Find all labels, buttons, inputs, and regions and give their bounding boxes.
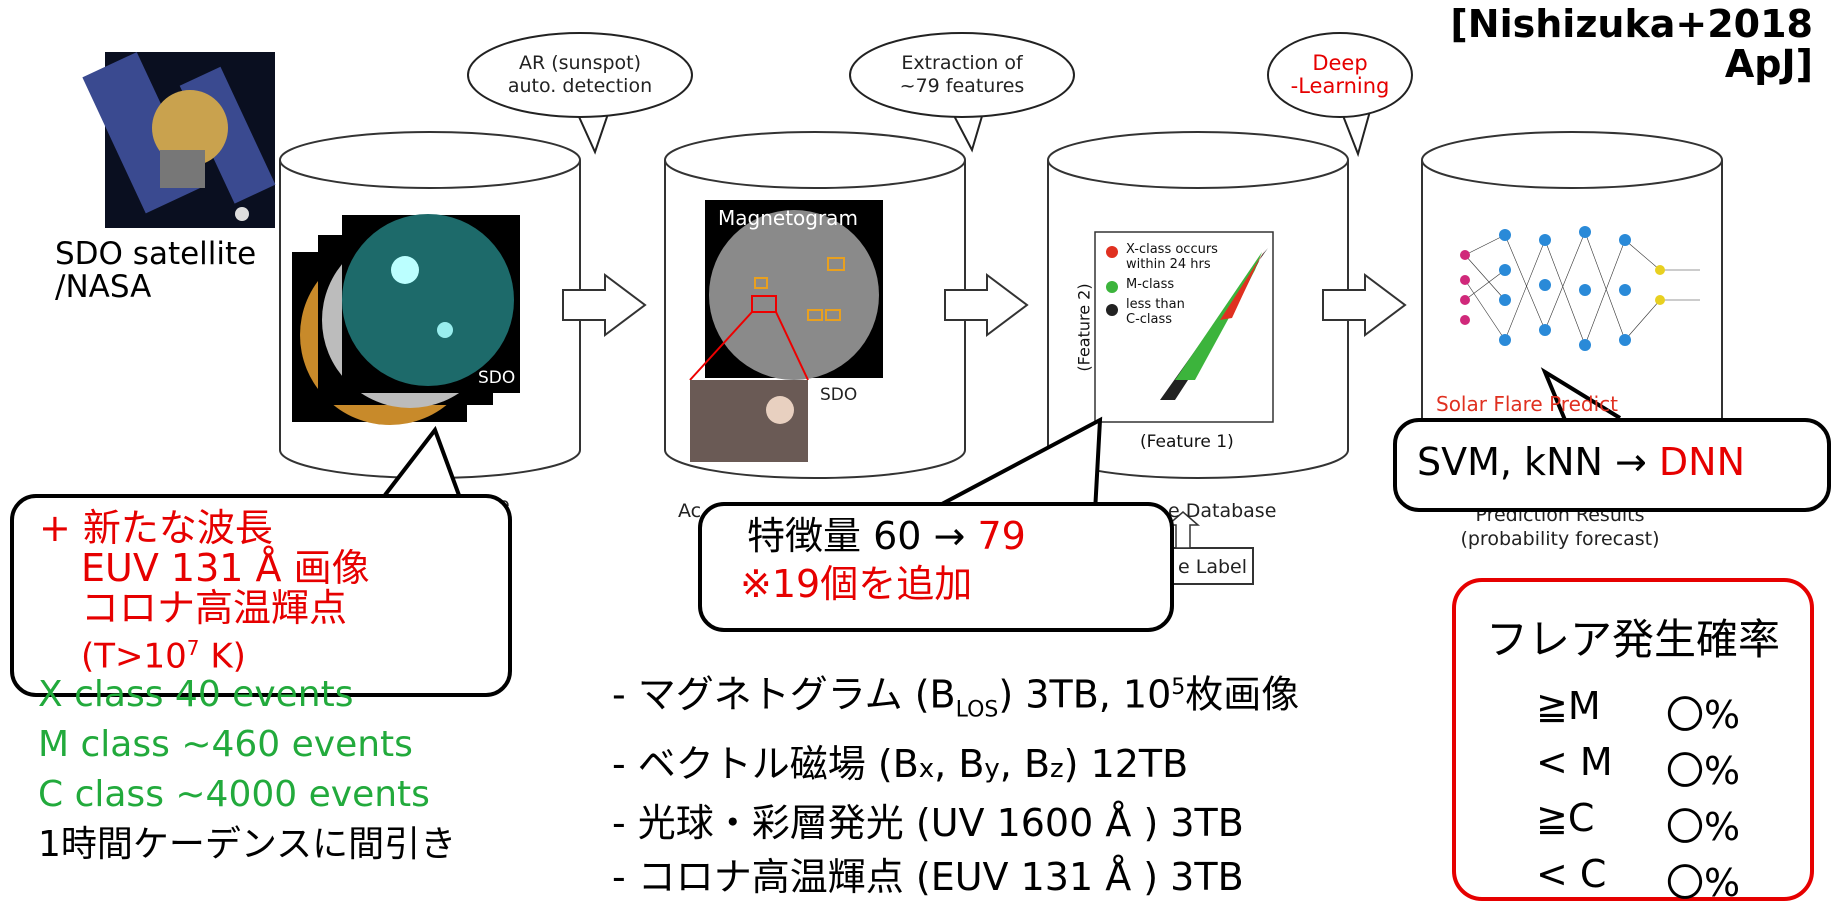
callout-left-line3: コロナ高温輝点 (81, 586, 348, 630)
event-cadence: 1時間ケーデンスに間引き (38, 824, 457, 865)
cylinder3-caption: e Database (1168, 500, 1277, 522)
callout-right-text: SVM, kNN → DNN (1417, 442, 1745, 482)
satellite-caption: SDO satellite /NASA (55, 238, 256, 304)
cylinder-prediction (1421, 131, 1723, 479)
bubble-ar-text: AR (sunspot) auto. detection (480, 52, 680, 98)
callout-right-old-models: SVM, kNN → (1417, 440, 1659, 484)
magnetogram-title: Magnetogram (718, 206, 858, 230)
callout-feature-count: 特徴量 60 → 79 ※19個を追加 (698, 502, 1174, 632)
bullet1-part2: ) 3TB, 10 (998, 672, 1172, 717)
bubble-ar-line2: auto. detection (507, 75, 653, 97)
neural-network-graphic (1464, 231, 1700, 346)
prob-row-ge-m-value: 〇% (1666, 693, 1741, 737)
event-x-class: X class 40 events (38, 677, 354, 713)
prob-row-lt-c-label: < C (1536, 852, 1607, 896)
callout-left-tail (383, 425, 462, 499)
bullet1-sup: 5 (1171, 675, 1186, 700)
callout-mid-feature-new: 79 (977, 514, 1026, 558)
event-c-class: C class ~4000 events (38, 774, 430, 815)
bubble-deep-line1: Deep (1312, 51, 1368, 75)
callout-left-line1: + 新たな波長 (39, 506, 273, 550)
reference-line-2: ApJ] (1724, 42, 1813, 86)
bullet2-y: y (984, 754, 1000, 785)
probability-title: フレア発生確率 (1485, 615, 1780, 664)
callout-left-temp-base: (T>10 (81, 636, 187, 677)
event-counts: X class 40 events M class ~460 events C … (38, 677, 456, 863)
callout-right-new-model: DNN (1658, 440, 1746, 484)
callout-left-line4: (T>107 K) (39, 628, 370, 676)
bullet-uv: - 光球・彩層発光 (UV 1600 Å ) 3TB (612, 801, 1244, 846)
prob-row-ge-c-label: ≧C (1536, 796, 1595, 840)
arrow-right-2 (944, 273, 1029, 337)
bubble-extraction-line1: Extraction of (901, 52, 1023, 74)
prediction-banner: Solar Flare Predict (1436, 392, 1618, 416)
bubble-ar-line1: AR (sunspot) (518, 52, 642, 74)
callout-left-temp-exp: 7 (186, 636, 200, 660)
callout-left-line2: EUV 131 Å 画像 (81, 546, 370, 590)
bullet2-z: z (1050, 754, 1064, 785)
sdo-euv-image-stack (292, 214, 520, 425)
bullet-euv: - コロナ高温輝点 (EUV 131 Å ) 3TB (612, 855, 1244, 900)
satellite-caption-line1: SDO satellite (55, 236, 257, 272)
label-box-text: e Label (1178, 556, 1247, 578)
bubble-feature-extraction (849, 32, 1075, 153)
scatter-x-label: (Feature 1) (1140, 432, 1234, 452)
reference-citation: [Nishizuka+2018 ApJ] (1450, 4, 1813, 84)
bubble-deep-learning-text: Deep -Learning (1275, 52, 1405, 98)
callout-left-temp-unit: K) (199, 636, 246, 677)
scatter-y-label: (Feature 2) (1074, 283, 1094, 372)
legend-c-line1: less than (1126, 297, 1185, 312)
bubble-deep-line2: -Learning (1290, 74, 1390, 98)
bullet1-sub: LOS (955, 697, 999, 723)
cylinder1-image-label: SDO (478, 368, 515, 388)
bubble-deep-learning (1267, 32, 1413, 158)
magnetogram-image (689, 200, 883, 462)
prob-row-ge-c-value: 〇% (1666, 805, 1741, 849)
prob-row-lt-c-value: 〇% (1666, 861, 1741, 905)
callout-right-tail (1540, 367, 1622, 421)
callout-mid-tail (939, 416, 1103, 513)
bullet2-part4: ) 12TB (1063, 742, 1189, 787)
cylinder2-caption: Ac (678, 500, 702, 522)
bullet2-part3: , B (999, 742, 1051, 787)
neural-network-nodes (1460, 226, 1665, 351)
bullet1-part3: 枚画像 (1185, 672, 1300, 717)
callout-mid-feature-label: 特徴量 60 → (747, 514, 978, 558)
feature-scatter-plot (1094, 231, 1274, 423)
bullet2-part1: - ベクトル磁場 (B (612, 742, 919, 787)
callout-left-text: + 新たな波長 EUV 131 Å 画像 コロナ高温輝点 (T>107 K) (39, 508, 370, 676)
satellite-caption-line2: /NASA (55, 269, 152, 305)
magnetogram-sdo-label: SDO (820, 385, 857, 405)
flare-probability-box: フレア発生確率 ≧M 〇% < M 〇% ≧C 〇% < C 〇% (1452, 578, 1814, 905)
bullet2-x: x (918, 754, 935, 785)
legend-c-line2: C-class (1126, 312, 1173, 327)
event-m-class: M class ~460 events (38, 724, 413, 765)
bullet-magnetogram: - マグネトグラム (BLOS) 3TB, 105枚画像 (612, 668, 1299, 730)
bubble-ar-detection (467, 32, 693, 155)
callout-new-wavelength: + 新たな波長 EUV 131 Å 画像 コロナ高温輝点 (T>107 K) (10, 494, 512, 697)
arrow-right-3 (1322, 273, 1407, 337)
scatter-legend: X-class occurs within 24 hrs M-class les… (1126, 242, 1218, 327)
arrow-right-1 (562, 273, 647, 337)
bullet2-part2: , B (934, 742, 985, 787)
legend-x-line2: within 24 hrs (1126, 257, 1211, 272)
prob-row-lt-m-value: 〇% (1666, 749, 1741, 793)
legend-x-line1: X-class occurs (1126, 242, 1218, 257)
data-bullets: - マグネトグラム (BLOS) 3TB, 105枚画像 - ベクトル磁場 (B… (612, 668, 1299, 900)
reference-line-1: [Nishizuka+2018 (1450, 2, 1813, 46)
bullet1-part1: - マグネトグラム (B (612, 672, 956, 717)
bubble-extraction-line2: ~79 features (899, 75, 1025, 97)
callout-mid-line1: 特徴量 60 → 79 (747, 516, 1026, 556)
bubble-extraction-text: Extraction of ~79 features (862, 52, 1062, 98)
callout-mid-line2: ※19個を追加 (740, 562, 973, 606)
prob-row-lt-m-label: < M (1536, 740, 1613, 784)
sdo-satellite-image (82, 52, 276, 228)
prob-row-ge-m-label: ≧M (1536, 684, 1601, 728)
callout-model-change: SVM, kNN → DNN (1393, 418, 1831, 512)
legend-m: M-class (1126, 277, 1175, 292)
bullet-vector-field: - ベクトル磁場 (Bx, By, Bz) 12TB (612, 744, 1299, 789)
cylinder4-caption-line2: (probability forecast) (1460, 528, 1660, 550)
